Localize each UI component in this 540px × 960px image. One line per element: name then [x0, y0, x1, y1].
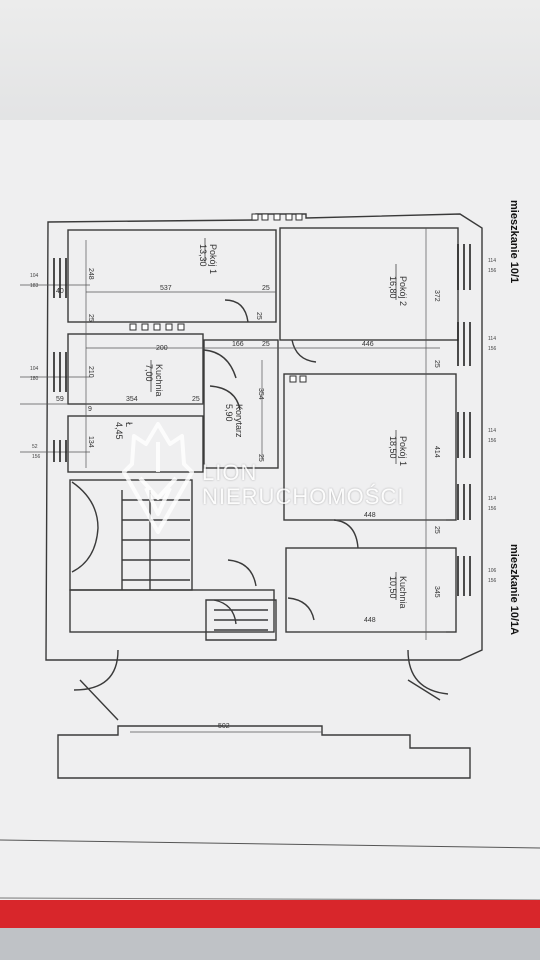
dim-59: 59: [56, 396, 64, 403]
watermark-line1: LION: [202, 460, 258, 485]
win-r4-top: 114: [488, 496, 496, 502]
area-markers: [150, 238, 397, 600]
dim-448: 448: [364, 512, 376, 519]
vent-squares: [129, 213, 307, 383]
win-left3-bot: 156: [32, 454, 41, 460]
dim-25: 25: [262, 285, 270, 292]
lion-watermark: LION NIERUCHOMOŚCI: [118, 418, 428, 538]
win-left1-bot: 183: [30, 283, 39, 289]
dim-354: 354: [126, 396, 138, 403]
dim-537: 537: [160, 285, 172, 292]
win-left3-top: 52: [32, 444, 38, 450]
win-r2-top: 114: [488, 336, 496, 342]
red-binder-cover: [0, 900, 540, 928]
dim-200: 200: [156, 345, 168, 352]
win-r3-bot: 156: [488, 438, 497, 444]
win-left2-bot: 180: [30, 376, 39, 382]
watermark-line2: NIERUCHOMOŚCI: [202, 484, 405, 509]
table-surface: [0, 928, 540, 960]
dim-40: 40: [56, 288, 64, 295]
win-r2-bot: 156: [488, 346, 497, 352]
win-left1-top: 104: [30, 273, 39, 279]
dim-9: 9: [88, 406, 92, 413]
background-wall: [0, 0, 540, 130]
win-r5-top: 106: [488, 568, 497, 574]
win-r5-bot: 156: [488, 578, 497, 584]
win-r3-top: 114: [488, 428, 496, 434]
dim-166: 166: [232, 341, 244, 348]
win-r4-bot: 156: [488, 506, 497, 512]
lion-logo-icon: [122, 422, 194, 534]
dim-448: 448: [364, 617, 376, 624]
win-r1-bot: 156: [488, 268, 497, 274]
dim-25: 25: [262, 341, 270, 348]
paper-sheet: [0, 120, 540, 900]
win-left2-top: 104: [30, 366, 39, 372]
dim-502: 502: [218, 723, 230, 730]
win-r1-top: 114: [488, 258, 496, 264]
dim-446: 446: [362, 341, 374, 348]
window-symbols: [53, 244, 471, 596]
dim-25: 25: [192, 396, 200, 403]
dimension-lines: [20, 228, 446, 733]
